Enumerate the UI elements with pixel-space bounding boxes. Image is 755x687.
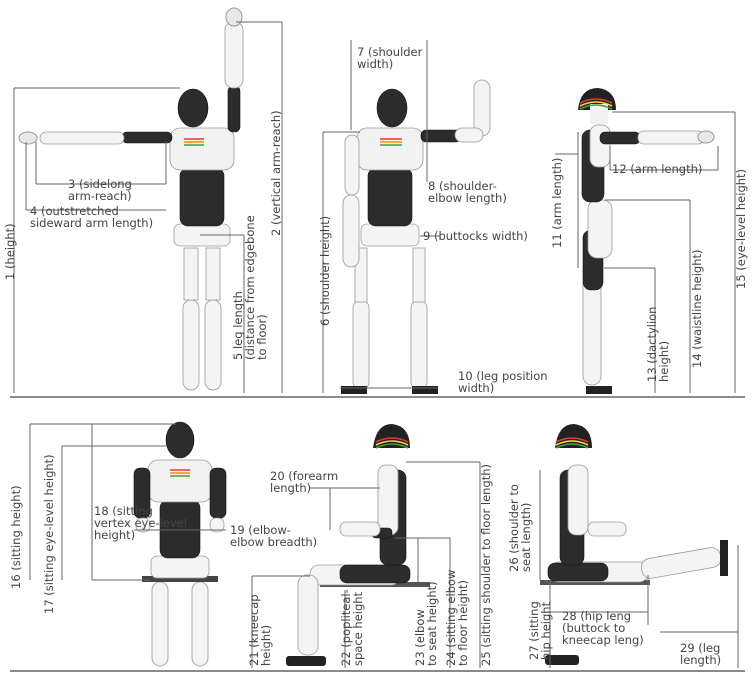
label-shoulder-to-seat-length: 26 (shoulder to seat length) bbox=[507, 484, 533, 572]
label-kneecap-height: 21 (kneecap height) bbox=[247, 594, 273, 666]
label-dactylion-height: 13 (dactylion height) bbox=[645, 306, 671, 382]
label-shoulder-elbow-length: 8 (shoulder- elbow length) bbox=[428, 179, 507, 205]
label-arm-length-forward: 12 (arm length) bbox=[612, 162, 703, 176]
label-elbow-elbow-breadth: 19 (elbow- elbow breadth) bbox=[230, 523, 318, 549]
label-sidelong-arm-reach: 3 (sidelong arm-reach) bbox=[68, 177, 132, 203]
label-sitting-height: 16 (sitting height) bbox=[9, 485, 23, 589]
label-buttocks-width: 9 (buttocks width) bbox=[423, 229, 528, 243]
label-height: 1 (height) bbox=[3, 223, 17, 280]
label-eye-level-height: 15 (eye-level height) bbox=[734, 168, 748, 289]
robot-seated-front bbox=[133, 421, 227, 667]
label-sitting-vertex-eye-level: 18 (sitting vertex eye-level height) bbox=[94, 504, 187, 542]
label-shoulder-width: 7 (shoulder width) bbox=[357, 45, 423, 71]
label-leg-length-seated: 29 (leg length) bbox=[680, 641, 722, 667]
label-leg-length: 5 leg length (distance from edgebone to … bbox=[231, 215, 269, 360]
dimension-lines bbox=[13, 21, 739, 668]
label-shoulder-height: 6 (shoulder height) bbox=[318, 215, 332, 326]
label-elbow-to-seat-height: 23 (elbow to seat height) bbox=[413, 581, 439, 666]
robot-seated-side-left bbox=[286, 424, 430, 666]
robot-side-standing bbox=[578, 88, 715, 394]
label-vertical-arm-reach: 2 (vertical arm-reach) bbox=[269, 110, 283, 236]
label-sitting-eye-level-height: 17 (sitting eye-level height) bbox=[42, 454, 56, 614]
label-hip-length: 28 (hip leng (buttock to kneecap leng) bbox=[562, 609, 644, 647]
label-sitting-shoulder-to-floor: 25 (sitting shoulder to floor length) bbox=[479, 463, 493, 666]
label-waistline-height: 14 (waistline height) bbox=[690, 249, 704, 368]
robot-seated-side-right bbox=[540, 424, 728, 665]
label-sitting-elbow-to-floor: 24 (sitting elbow to floor height) bbox=[444, 569, 470, 666]
label-sitting-hip-height: 27 (sitting hip height bbox=[527, 601, 553, 660]
label-outstretched-arm-length: 4 (outstretched sideward arm length) bbox=[30, 204, 154, 230]
label-leg-position-width: 10 (leg position width) bbox=[458, 369, 548, 395]
robot-front-shoulder bbox=[341, 79, 491, 394]
label-arm-length-side: 11 (arm length) bbox=[550, 157, 564, 248]
label-popliteal-space-height: 22 (popliteal- space height bbox=[339, 589, 365, 666]
label-forearm-length: 20 (forearm length) bbox=[270, 469, 339, 495]
robot-front-reach bbox=[18, 7, 244, 391]
